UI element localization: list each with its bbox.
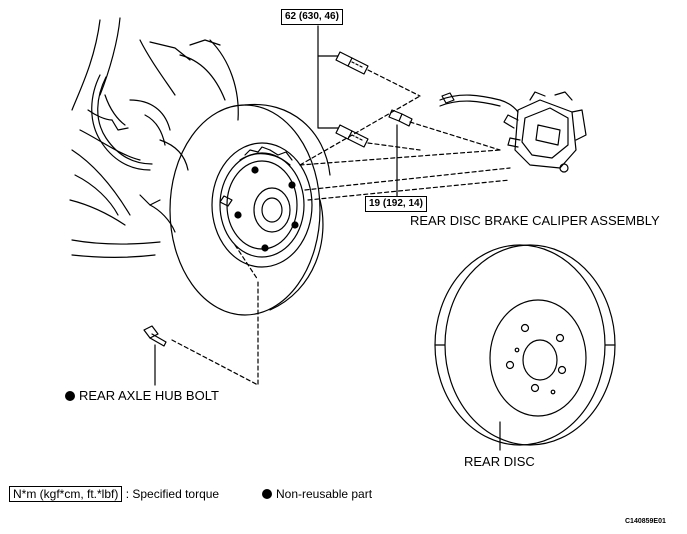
non-reusable-dot-icon xyxy=(65,390,75,401)
hub-bolt-label: REAR AXLE HUB BOLT xyxy=(79,388,219,403)
disc-label: REAR DISC xyxy=(464,454,535,469)
torque-callout-lower: 19 (192, 14) xyxy=(365,196,427,212)
suspension-linework xyxy=(69,17,239,258)
caliper-label: REAR DISC BRAKE CALIPER ASSEMBLY xyxy=(410,213,660,228)
dust-cover xyxy=(169,103,331,316)
legend-non-reusable-text: Non-reusable part xyxy=(276,487,373,501)
axle-hub xyxy=(219,146,305,258)
speed-sensor-wire xyxy=(439,92,519,113)
legend-torque-desc: : Specified torque xyxy=(125,487,220,501)
legend-torque: N*m (kgf*cm, ft.*lbf) : Specified torque xyxy=(9,486,220,502)
torque-leaders xyxy=(317,25,398,197)
alignment-dashes xyxy=(171,69,511,386)
torque-callout-upper: 62 (630, 46) xyxy=(281,9,343,25)
rear-disc-part xyxy=(434,244,616,451)
legend-non-reusable: Non-reusable part xyxy=(262,488,372,500)
legend-torque-unit: N*m (kgf*cm, ft.*lbf) xyxy=(9,486,123,502)
hub-bolt-part xyxy=(143,325,167,347)
caliper-bolts xyxy=(335,51,369,148)
sensor-bolt xyxy=(388,109,413,127)
hub-bolt-label-group: REAR AXLE HUB BOLT xyxy=(65,389,219,402)
figure-code: C140859E01 xyxy=(625,518,666,525)
brake-caliper xyxy=(503,91,587,173)
legend-dot-icon xyxy=(262,488,272,499)
